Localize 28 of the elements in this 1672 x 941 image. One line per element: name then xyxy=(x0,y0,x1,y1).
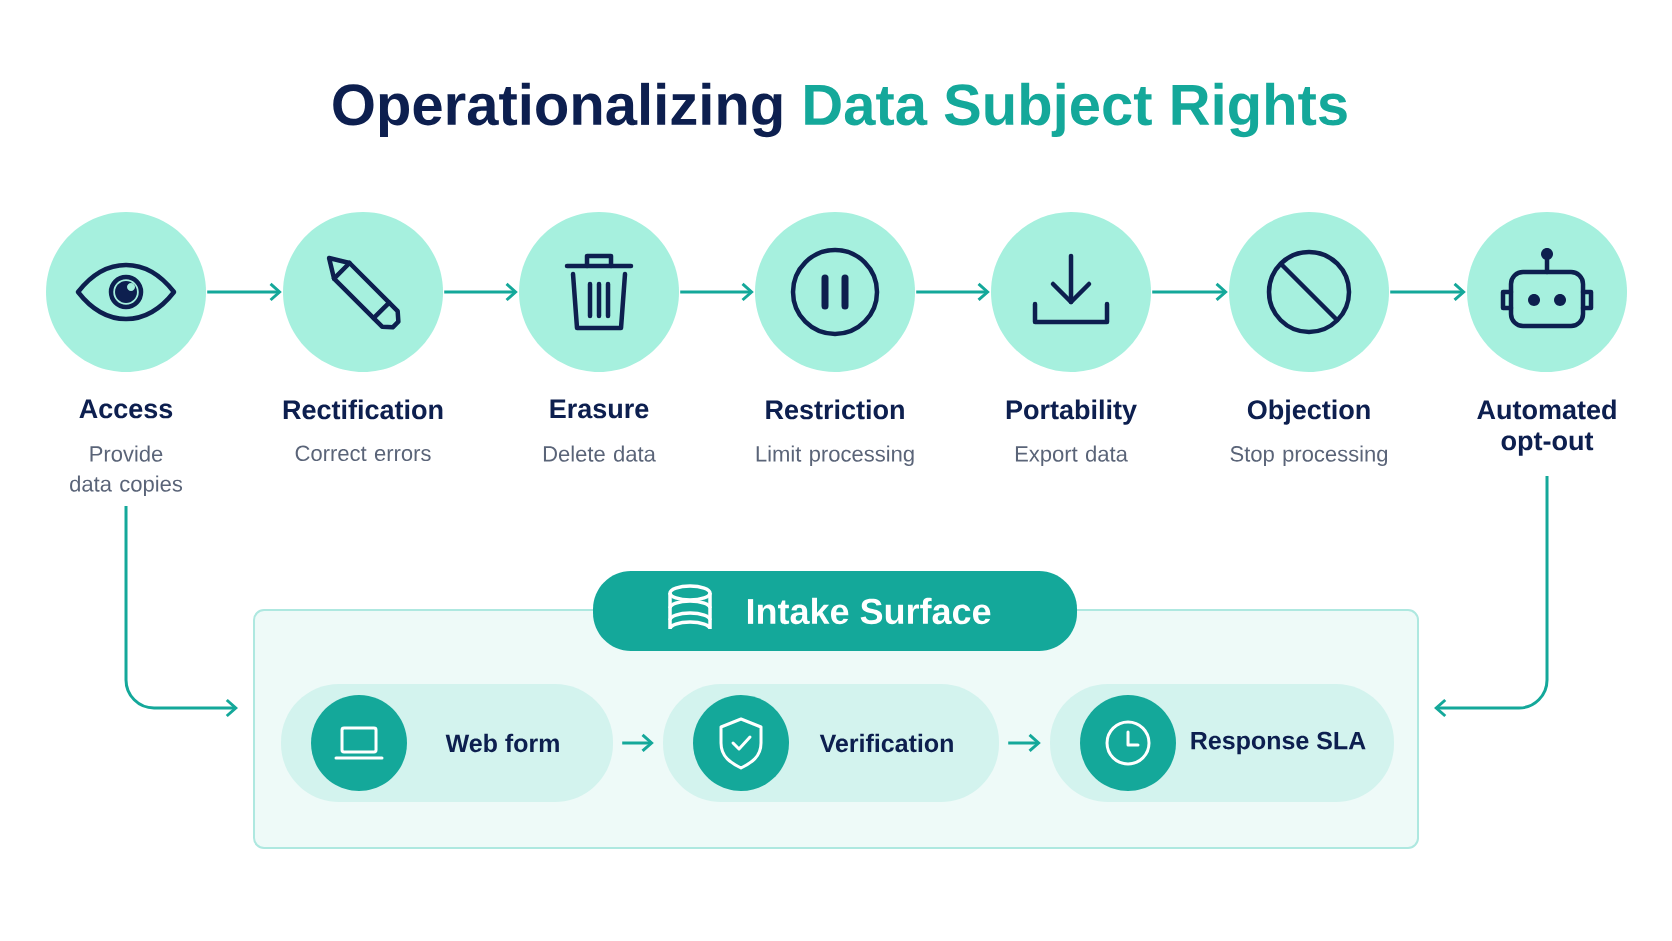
step-label: Verification xyxy=(819,733,953,753)
step-title: Portability xyxy=(1006,399,1137,425)
step-title: Restriction xyxy=(766,399,904,420)
step-description: Export data xyxy=(1015,445,1128,467)
step-description: Stop processing xyxy=(1230,445,1388,467)
arrow xyxy=(1008,733,1041,753)
arrow xyxy=(207,282,282,302)
arrow xyxy=(444,282,518,302)
title: Operationalizing Data Subject Rights xyxy=(333,82,1347,138)
arrow xyxy=(1152,282,1228,302)
step-description: Correct errors xyxy=(295,445,431,462)
step-label: Web form xyxy=(445,733,559,753)
step-title: Rectification xyxy=(283,399,443,420)
step-description: Provide data copies xyxy=(70,445,183,497)
step-title: Erasure xyxy=(550,399,649,419)
arrow xyxy=(124,506,238,718)
header-title: Intake Surface xyxy=(747,597,991,625)
step-description: Limit processing xyxy=(756,445,914,467)
step-title: Access xyxy=(79,399,173,419)
step-label: Response SLA xyxy=(1191,731,1366,755)
arrow xyxy=(622,733,654,753)
arrow xyxy=(1434,476,1549,718)
step-description: Delete data xyxy=(543,445,656,462)
arrow xyxy=(916,282,990,302)
arrow xyxy=(680,282,754,302)
step-title: Automated opt-out xyxy=(1477,399,1616,456)
step-title: Objection xyxy=(1247,399,1370,425)
arrow xyxy=(1390,282,1466,302)
